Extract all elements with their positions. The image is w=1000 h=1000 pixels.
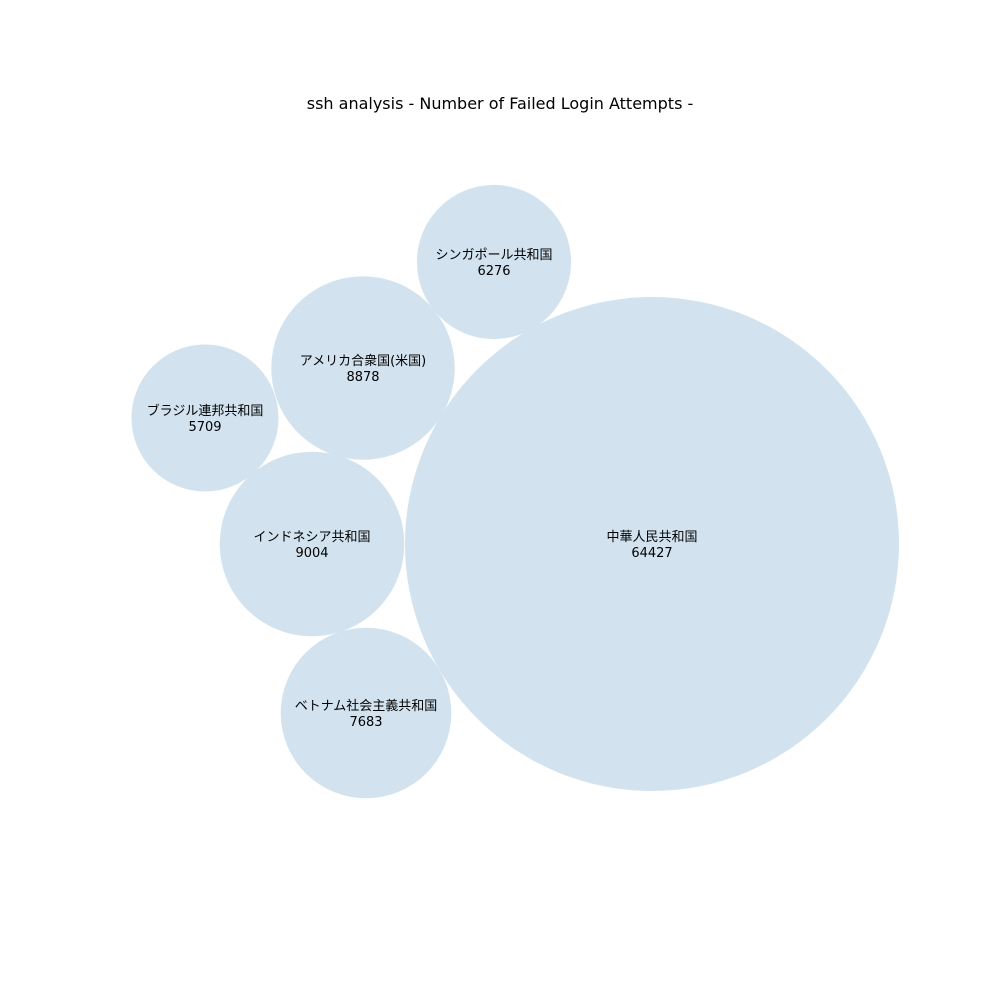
bubble-name-label: 中華人民共和国 bbox=[606, 530, 697, 545]
chart-title: ssh analysis - Number of Failed Login At… bbox=[306, 94, 694, 113]
bubble-value-label: 8878 bbox=[346, 370, 379, 385]
bubble-name-label: シンガポール共和国 bbox=[435, 248, 552, 263]
bubble bbox=[405, 297, 899, 791]
bubble-value-label: 6276 bbox=[477, 264, 510, 279]
bubble-name-label: ブラジル連邦共和国 bbox=[147, 403, 264, 419]
bubble-name-label: アメリカ合衆国(米国) bbox=[300, 353, 427, 369]
bubble-value-label: 5709 bbox=[188, 420, 221, 435]
bubble bbox=[280, 627, 452, 799]
bubble-value-label: 9004 bbox=[295, 546, 328, 561]
bubble-value-label: 7683 bbox=[349, 715, 382, 730]
bubble-name-label: ベトナム社会主義共和国 bbox=[295, 698, 438, 714]
bubble bbox=[271, 276, 455, 460]
bubble-value-label: 64427 bbox=[631, 546, 672, 561]
bubble bbox=[416, 184, 572, 340]
bubble bbox=[219, 451, 405, 637]
bubble-name-label: インドネシア共和国 bbox=[253, 530, 370, 545]
bubble bbox=[131, 344, 279, 492]
